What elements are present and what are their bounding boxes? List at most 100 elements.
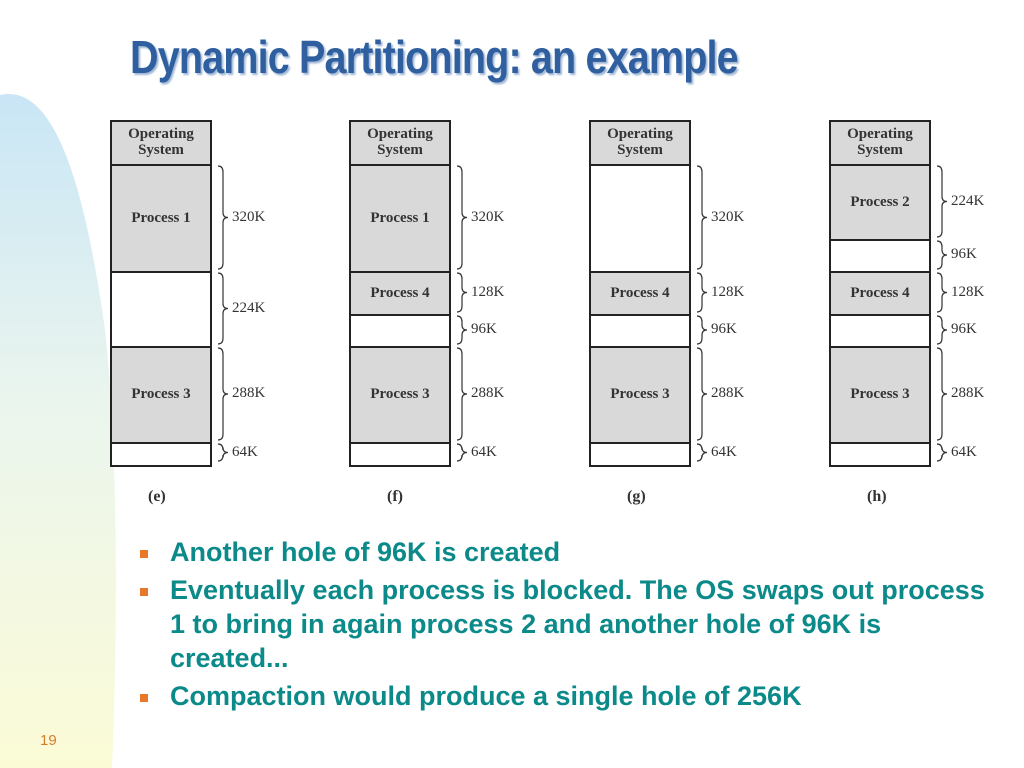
size-label: 288K [951,385,985,401]
brace-mark [696,272,708,313]
brace-mark [696,315,708,345]
bullet-item: Compaction would produce a single hole o… [140,679,1000,713]
process-block: Process 4 [591,273,689,316]
bullet-list: Another hole of 96K is created Eventuall… [140,535,1000,717]
brace-mark [456,443,468,462]
brace-mark [456,347,468,441]
brace-mark [936,272,948,313]
bullet-text: Eventually each process is blocked. The … [170,575,985,673]
size-label: 64K [232,443,258,460]
process-block: Process 3 [112,348,210,444]
brace-mark [696,347,708,441]
brace-mark [456,272,468,313]
hole-block [591,316,689,348]
size-braces [456,165,468,462]
size-label: 288K [711,385,745,401]
size-label: 64K [711,443,737,460]
size-label: 128K [951,283,985,300]
process-block: Process 4 [831,273,929,316]
block-label: Operating System [847,126,913,158]
block-label: Operating System [607,126,673,158]
brace-mark [456,315,468,345]
size-braces [217,165,229,462]
hole-block [112,444,210,465]
size-label: 224K [951,192,985,209]
block-label: Process 4 [610,284,670,301]
diagram-caption: (f) [387,488,403,505]
brace-mark [936,240,948,270]
os-block: Operating System [112,122,210,166]
hole-block [351,444,449,465]
size-label: 96K [711,321,737,337]
background-swoosh [0,94,116,768]
brace-mark [696,165,708,270]
process-block: Process 3 [831,348,929,444]
block-label: Operating System [367,126,433,158]
block-label: Process 2 [850,193,910,210]
block-label: Operating System [128,126,194,158]
diagram-caption: (e) [148,488,166,505]
hole-block [591,444,689,465]
slide-title: Dynamic Partitioning: an example [130,31,739,83]
hole-block [591,166,689,273]
size-label: 320K [232,208,266,225]
os-block: Operating System [831,122,929,166]
size-braces [696,165,708,462]
size-label: 288K [232,385,266,401]
size-label: 96K [951,321,977,337]
brace-mark [936,315,948,345]
process-block: Process 1 [351,166,449,273]
size-label: 64K [951,443,977,460]
block-label: Process 3 [131,386,191,403]
brace-mark [217,347,229,441]
process-block: Process 1 [112,166,210,273]
block-label: Process 1 [370,209,430,226]
bullet-item: Eventually each process is blocked. The … [140,573,1000,675]
brace-mark [217,165,229,270]
size-label: 64K [471,443,497,460]
diagram-caption: (h) [867,488,887,505]
block-label: Process 3 [850,386,910,403]
diagram-caption: (g) [627,488,646,505]
size-label: 96K [951,246,977,262]
bullet-item: Another hole of 96K is created [140,535,1000,569]
hole-block [831,316,929,348]
process-block: Process 4 [351,273,449,316]
bullet-marker [140,550,148,558]
bullet-marker [140,694,148,702]
os-block: Operating System [351,122,449,166]
bullet-marker [140,588,148,596]
process-block: Process 2 [831,166,929,241]
size-label: 320K [471,208,505,225]
size-label: 96K [471,321,497,337]
size-label: 224K [232,299,266,316]
bullet-text: Another hole of 96K is created [170,537,561,567]
size-label: 320K [711,208,745,225]
size-label: 288K [471,385,505,401]
size-braces [936,165,948,462]
hole-block [831,241,929,273]
brace-mark [936,165,948,238]
block-label: Process 3 [370,386,430,403]
size-label: 128K [711,283,745,300]
brace-mark [696,443,708,462]
brace-mark [217,443,229,462]
block-label: Process 1 [131,209,191,226]
hole-block [351,316,449,348]
size-label: 128K [471,283,505,300]
brace-mark [936,443,948,462]
brace-mark [936,347,948,441]
block-label: Process 4 [850,284,910,301]
brace-mark [217,272,229,345]
process-block: Process 3 [351,348,449,444]
bullet-text: Compaction would produce a single hole o… [170,681,802,711]
